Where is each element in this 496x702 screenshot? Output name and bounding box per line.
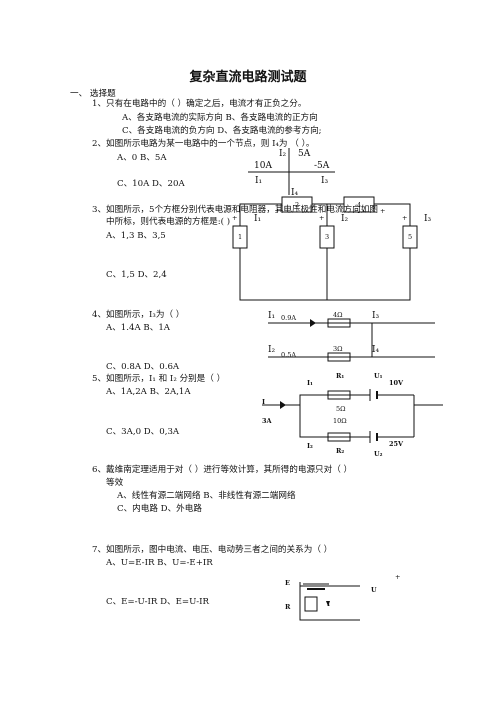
q3-options-cd: C、1,5 D、2,4 <box>106 270 167 280</box>
q3-plus-3: + <box>319 214 325 222</box>
q7-label-plus: + <box>395 573 401 581</box>
q5-wire-top <box>299 394 370 405</box>
q6-options-cd: C、内电路 D、外电路 <box>117 504 202 514</box>
q3-label-i3: I₃ <box>424 214 432 224</box>
q5-stem: 5、如图所示，I₁ 和 I₂ 分别是（ ） <box>92 374 226 384</box>
q7-options-ab: A、U=E-IR B、U=-E+IR <box>106 558 213 568</box>
q2-options-ab: A、0 B、5A <box>117 153 167 163</box>
q2-label-i4: I₄ <box>291 188 299 198</box>
q4-label-05a: 0.5A <box>281 351 297 359</box>
q2-label-i2: I₂ <box>279 149 287 159</box>
q5-label-u2: U₂ <box>374 450 383 458</box>
q3-stem-2: 中所标，则代表电源的方框是:( ) <box>106 217 231 227</box>
q3-stem: 3、如图所示，5个方框分别代表电源和电阻器，其电压极性和电流方向如图 <box>92 205 378 215</box>
q3-label-i1: I₁ <box>254 214 262 224</box>
q4-label-i4: I₄ <box>372 345 380 355</box>
q5-wire-bottom <box>299 405 370 438</box>
q2-stem: 2、如图所示电路为某一电路中的一个节点，则 I₄为 （ ）。 <box>92 139 315 149</box>
q4-label-i1: I₁ <box>268 311 276 321</box>
q4-label-4ohm: 4Ω <box>333 311 343 319</box>
q5-label-i1: I₁ <box>307 379 313 387</box>
q4-stem: 4、如图所示，I₃为（ ） <box>92 310 185 320</box>
q5-label-r1: R₁ <box>336 372 345 380</box>
q4-current-arrow <box>310 319 316 327</box>
q7-current-arrow <box>326 601 330 606</box>
q3-label-4: 4 <box>357 201 362 209</box>
q2-label-i1: I₁ <box>255 176 263 186</box>
q2-label-10a: 10A <box>254 161 272 171</box>
q5-label-5ohm: 5Ω <box>336 405 346 413</box>
q4-label-i3: I₃ <box>372 311 380 321</box>
q3-plus-2: + <box>275 207 281 215</box>
q4-label-i2: I₂ <box>268 345 276 355</box>
q4-resistor-3 <box>327 352 351 362</box>
q4-resistor-4 <box>327 318 351 328</box>
page-title: 复杂直流电路测试题 <box>189 70 307 85</box>
q3-label-5: 5 <box>408 233 413 241</box>
q4-options-ab: A、1.4A B、1A <box>106 323 170 333</box>
q7-label-i: I <box>327 600 331 608</box>
q5-resistor-r2 <box>327 432 351 442</box>
q4-label-09a: 0.9A <box>281 314 297 322</box>
q2-label-i3: I₃ <box>321 176 329 186</box>
q1-options-cd: C、各支路电流的负方向 D、各支路电流的参考方向; <box>122 126 322 136</box>
q3-options-ab: A、1,3 B、3,5 <box>106 231 166 241</box>
q5-options-ab: A、1A,2A B、2A,1A <box>106 387 191 397</box>
section-heading: 一、 选择题 <box>70 89 116 99</box>
q7-options-cd: C、E=-U-IR D、E=U-IR <box>106 597 209 607</box>
q5-label-10ohm: 10Ω <box>333 417 347 425</box>
q5-label-10v: 10V <box>389 379 404 387</box>
q2-options-cd: C、10A D、20A <box>117 179 185 189</box>
q7-label-u: U <box>371 586 377 594</box>
q3-label-i2: I₂ <box>341 214 349 224</box>
q7-stem: 7、如图所示，图中电流、电压、电动势三者之间的关系为（ ） <box>92 545 333 555</box>
q3-wire-bottom <box>239 248 411 301</box>
q3-plus-4: + <box>380 207 386 215</box>
q5-label-r2: R₂ <box>336 447 345 455</box>
q1-options-ab: A、各支路电流的实际方向 B、各支路电流的正方向 <box>122 113 318 123</box>
q2-label-neg5a: -5A <box>314 161 330 171</box>
q5-label-i2: I₂ <box>307 442 313 450</box>
q2-label-5a: 5A <box>298 149 311 159</box>
q5-label-u1: U₁ <box>374 372 383 380</box>
q4-label-3ohm: 3Ω <box>333 345 343 353</box>
q7-label-e: E <box>285 579 290 587</box>
q3-label-2: 2 <box>295 201 300 209</box>
q3-plus-1: + <box>232 214 238 222</box>
q3-label-3: 3 <box>325 233 330 241</box>
q7-resistor <box>304 596 318 612</box>
q3-label-1: 1 <box>238 233 243 241</box>
q6-stem: 6、戴维南定理适用于对（ ）进行等效计算，其所得的电源只对（ ） <box>92 465 353 475</box>
q5-label-3a: 3A <box>262 417 272 425</box>
q6-options-ab: A、线性有源二端网络 B、非线性有源二端网络 <box>117 491 296 501</box>
q5-label-25v: 25V <box>389 440 404 448</box>
q5-label-i: I <box>262 398 266 406</box>
q5-resistor-r1 <box>327 390 351 400</box>
q3-wire-top <box>239 203 282 226</box>
q7-label-r: R <box>285 603 291 611</box>
q3-plus-5: + <box>402 214 408 222</box>
q6-stem-2: 等效 <box>106 478 124 488</box>
q5-options-cd: C、3A,0 D、0,3A <box>106 427 180 437</box>
q4-options-cd: C、0.8A D、0.6A <box>106 362 180 372</box>
q1-stem: 1、只有在电路中的（ ）确定之后，电流才有正负之分。 <box>92 99 307 109</box>
q5-current-arrow <box>280 401 286 409</box>
